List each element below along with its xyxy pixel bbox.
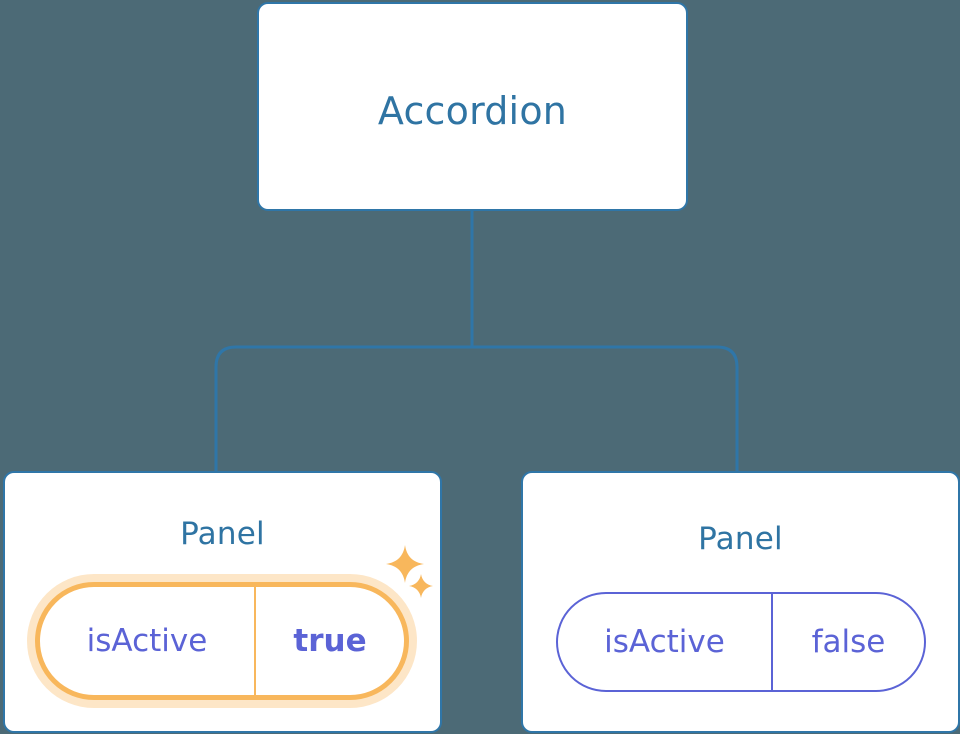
node-panel-active-title: Panel	[180, 516, 265, 552]
prop-value: false	[811, 624, 886, 660]
prop-pill-isactive-true[interactable]: isActive true	[35, 582, 409, 700]
connector-bus	[214, 345, 739, 471]
node-accordion[interactable]: Accordion	[257, 2, 688, 211]
prop-key: isActive	[558, 594, 773, 690]
node-accordion-title: Accordion	[377, 89, 568, 133]
node-panel-inactive-title: Panel	[698, 521, 783, 557]
prop-pill-body: isActive true	[35, 582, 409, 700]
prop-pill-isactive-false[interactable]: isActive false	[556, 592, 926, 692]
prop-key: isActive	[40, 587, 256, 695]
prop-pill-body: isActive false	[556, 592, 926, 692]
prop-value: true	[293, 623, 367, 659]
